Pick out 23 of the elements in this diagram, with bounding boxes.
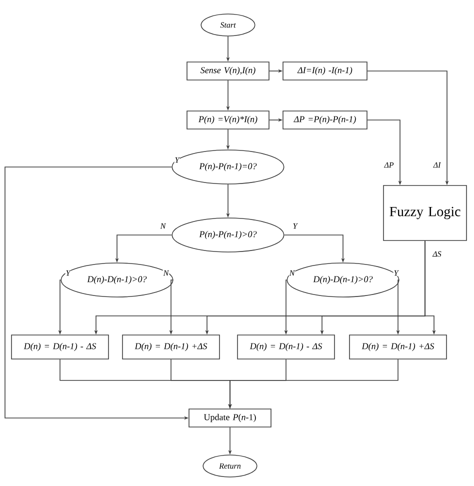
terminal-oval: Start [200,14,256,36]
edge-label: N [162,270,170,276]
edge-label: ΔS [432,250,442,258]
process-box: ΔI=I(n) -I(n-1) [282,62,368,80]
edge-label: Y [393,270,399,276]
decision-oval: P(n)-P(n-1)>0? [172,218,284,252]
edge-label: ΔP [384,162,394,168]
edge-label: Y [292,222,298,230]
process-box: D(n) = D(n-1) - ΔS [237,334,335,360]
process-box: ΔP =P(n)-P(n-1) [282,110,368,130]
edge-label: Y [174,156,180,164]
edge-label: N [288,270,296,276]
process-box: D(n) = D(n-1) - ΔS [11,334,109,360]
edge-label: N [160,222,166,230]
process-box: D(n) = D(n-1) +ΔS [349,334,447,360]
fuzzy-logic-box: Fuzzy Logic [383,185,467,241]
process-box: D(n) = D(n-1) +ΔS [122,334,220,360]
process-box: P(n) =V(n)*I(n) [186,110,270,130]
edge-label: Y [65,270,71,276]
terminal-oval: Return [202,454,258,478]
process-box: Sense V(n),I(n) [186,62,270,80]
edge-label: ΔI [432,162,442,168]
process-box: Update P(n-1) [188,408,272,428]
